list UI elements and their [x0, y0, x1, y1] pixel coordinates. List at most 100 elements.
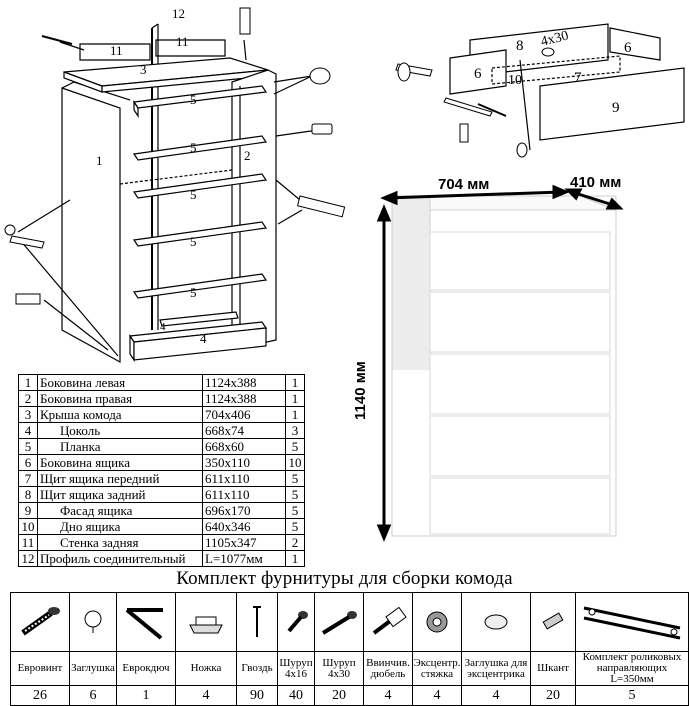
parts-cell-size: 1105x347 [202, 534, 286, 551]
parts-cell-num: 8 [18, 486, 38, 503]
parts-cell-name: Щит ящика передний [37, 470, 203, 487]
parts-cell-qty: 5 [285, 518, 305, 535]
cam-icon [412, 592, 462, 652]
parts-cell-size: 668x74 [202, 422, 286, 439]
parts-cell-num: 9 [18, 502, 38, 519]
parts-cell-qty: 5 [285, 470, 305, 487]
parts-cell-qty: 10 [285, 454, 305, 471]
dowel-icon [363, 592, 413, 652]
runners-icon [575, 592, 689, 652]
drawer-screw-label: 4x30 [539, 29, 570, 50]
parts-cell-size: 668x60 [202, 438, 286, 455]
parts-cell-name: Щит ящика задний [37, 486, 203, 503]
part-label-11: 11 [110, 43, 123, 58]
parts-cell-name: Планка [37, 438, 203, 455]
part-label-6b: 6 [474, 66, 482, 82]
kit-item-count: 4 [461, 685, 531, 706]
kit-item-name: Шуруп 4x16 [277, 651, 315, 686]
part-label-12: 12 [172, 6, 185, 21]
parts-cell-qty: 1 [285, 550, 305, 567]
kit-item-count: 90 [236, 685, 278, 706]
kit-item-name: Шуруп 4x30 [314, 651, 364, 686]
screw-long-icon [314, 592, 364, 652]
nail-icon [236, 592, 278, 652]
kit-item-name: Еврокдюч [116, 651, 176, 686]
parts-cell-size: 640x346 [202, 518, 286, 535]
parts-cell-size: 1124x388 [202, 390, 286, 407]
part-label-4: 4 [200, 331, 207, 346]
parts-cell-num: 5 [18, 438, 38, 455]
parts-cell-qty: 1 [285, 390, 305, 407]
parts-cell-size: 704x406 [202, 406, 286, 423]
parts-cell-num: 7 [18, 470, 38, 487]
height-dimension: 1140 мм [352, 361, 369, 420]
part-label-5c: 5 [190, 187, 197, 202]
part-label-9: 9 [612, 100, 620, 116]
parts-cell-size: 611x110 [202, 486, 286, 503]
kit-item-name: Гвоздь [236, 651, 278, 686]
part-label-6: 6 [624, 40, 632, 56]
euroscrew-icon [10, 592, 70, 652]
kit-item-count: 40 [277, 685, 315, 706]
parts-cell-qty: 1 [285, 406, 305, 423]
parts-cell-name: Боковина левая [37, 374, 203, 391]
parts-cell-num: 12 [18, 550, 38, 567]
part-label-4b: 4 [160, 321, 166, 333]
parts-cell-name: Фасад ящика [37, 502, 203, 519]
parts-cell-num: 10 [18, 518, 38, 535]
part-label-7: 7 [574, 70, 582, 86]
kit-item-count: 4 [412, 685, 462, 706]
kit-item-name: Заглушка для эксцентрика [461, 651, 531, 686]
parts-cell-qty: 5 [285, 502, 305, 519]
parts-cell-num: 2 [18, 390, 38, 407]
cap-icon [69, 592, 117, 652]
parts-cell-size: 611x110 [202, 470, 286, 487]
kit-item-count: 5 [575, 685, 689, 706]
parts-cell-qty: 5 [285, 438, 305, 455]
kit-item-count: 4 [175, 685, 237, 706]
kit-item-name: Заглушка [69, 651, 117, 686]
cam-cap-icon [461, 592, 531, 652]
part-label-5d: 5 [190, 234, 197, 249]
parts-cell-qty: 3 [285, 422, 305, 439]
part-label-1: 1 [96, 153, 103, 168]
part-label-2: 2 [244, 148, 251, 163]
kit-item-count: 20 [530, 685, 576, 706]
kit-item-count: 26 [10, 685, 70, 706]
parts-cell-num: 6 [18, 454, 38, 471]
kit-item-name: Эксцентр. стяжка [412, 651, 462, 686]
parts-cell-name: Цоколь [37, 422, 203, 439]
depth-dimension: 410 мм [570, 174, 622, 191]
parts-cell-qty: 1 [285, 374, 305, 391]
parts-cell-name: Дно ящика [37, 518, 203, 535]
part-label-5b: 5 [190, 140, 197, 155]
parts-cell-num: 4 [18, 422, 38, 439]
parts-cell-num: 11 [18, 534, 38, 551]
parts-cell-name: Стенка задняя [37, 534, 203, 551]
eurokey-icon [116, 592, 176, 652]
kit-item-count: 4 [363, 685, 413, 706]
parts-cell-size: 696x170 [202, 502, 286, 519]
parts-cell-qty: 5 [285, 486, 305, 503]
parts-cell-size: 350x110 [202, 454, 286, 471]
parts-cell-num: 3 [18, 406, 38, 423]
kit-item-name: Ввинчив. дюбель [363, 651, 413, 686]
part-label-11b: 11 [176, 34, 189, 49]
kit-item-count: 6 [69, 685, 117, 706]
foot-icon [175, 592, 237, 652]
kit-item-name: Ножка [175, 651, 237, 686]
screw-small-icon [277, 592, 315, 652]
